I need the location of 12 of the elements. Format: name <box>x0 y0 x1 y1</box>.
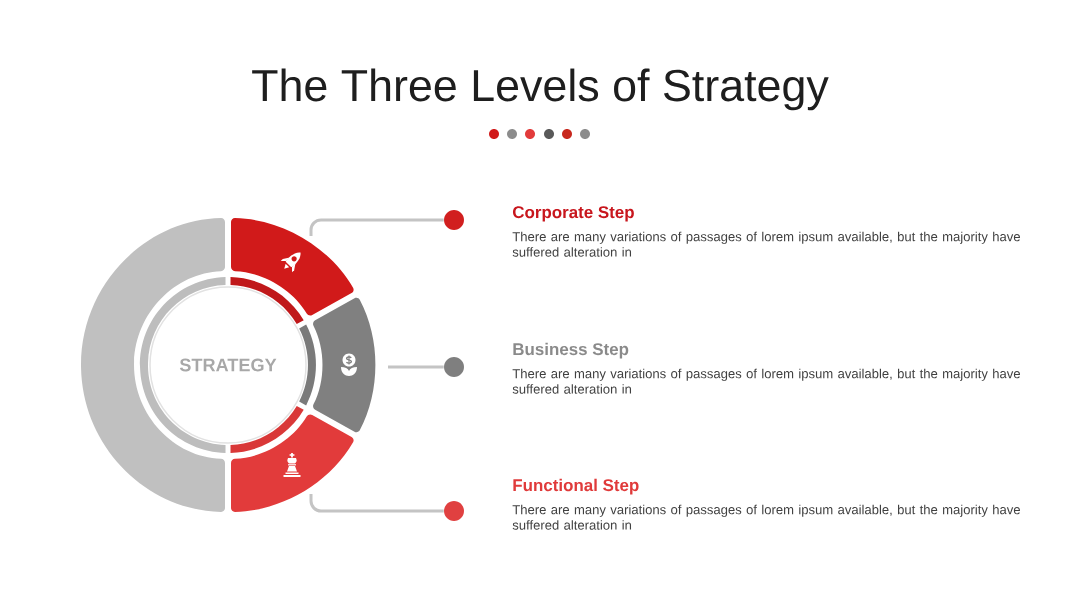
dot <box>444 210 464 230</box>
connector-line <box>388 365 444 369</box>
body-text: There are many variations of passages of lorem ipsum available, but the majority have suffered alteration in <box>512 368 1020 394</box>
heading: Business Step <box>513 342 629 359</box>
dot <box>444 501 464 521</box>
heading: Corporate Step <box>512 206 634 222</box>
body-text: There are many variations of passages of lorem ipsum available, but the majority have suffered alteration in <box>512 231 1020 257</box>
dot <box>444 357 464 377</box>
body-text: There are many variations of passages of lorem ipsum available, but the majority have suffered alteration in <box>512 504 1020 530</box>
heading: Functional Step <box>513 478 639 495</box>
title: The Three Levels of Strategy <box>252 68 829 111</box>
circle-node: STRATEGY <box>149 286 307 444</box>
